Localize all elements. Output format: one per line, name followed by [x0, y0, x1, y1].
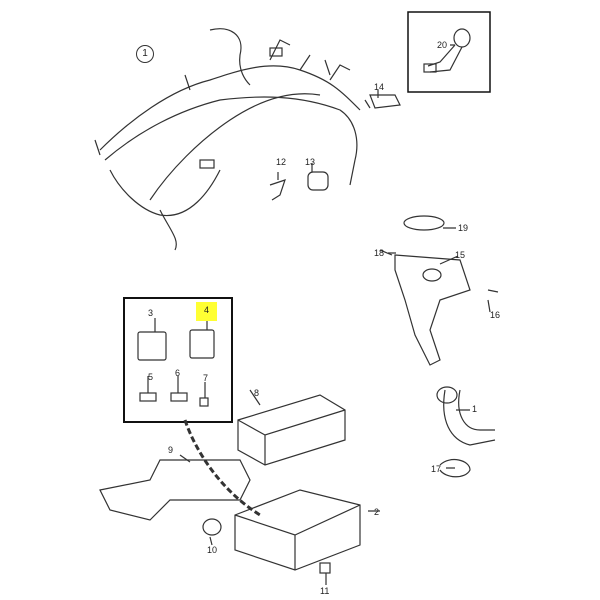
part-14-drawing [364, 94, 401, 109]
part-label-12[interactable]: 12 [276, 157, 287, 167]
part-5-drawing [139, 392, 157, 402]
wiring-harness [94, 28, 361, 251]
part-label-13[interactable]: 13 [305, 157, 316, 167]
part-label-9[interactable]: 9 [168, 445, 174, 455]
diagram-marker: 1 [136, 45, 154, 63]
part-label-11[interactable]: 11 [320, 586, 330, 596]
part-label-20[interactable]: 20 [437, 40, 448, 50]
part-13-drawing [307, 171, 329, 191]
part-label-1[interactable]: 1 [472, 404, 478, 414]
part-6-drawing [170, 392, 188, 402]
part-20-inset-frame [407, 11, 491, 93]
part-label-4-highlighted[interactable]: 4 [196, 302, 218, 321]
part-label-14[interactable]: 14 [374, 82, 385, 92]
relay-inset-frame [123, 297, 233, 423]
part-label-6[interactable]: 6 [175, 368, 181, 378]
part-7-drawing [199, 397, 209, 407]
part-label-18[interactable]: 18 [374, 248, 385, 258]
part-label-19[interactable]: 19 [458, 223, 469, 233]
part-label-17[interactable]: 17 [431, 464, 442, 474]
part-label-2[interactable]: 2 [374, 507, 380, 517]
part-label-3[interactable]: 3 [148, 308, 154, 318]
part-11-drawing [319, 562, 331, 574]
part-8-drawing [237, 394, 346, 466]
part-label-16[interactable]: 16 [490, 310, 501, 320]
part-label-10[interactable]: 10 [207, 545, 218, 555]
part-4-drawing [189, 329, 215, 359]
part-2-drawing [234, 489, 361, 571]
part-label-15[interactable]: 15 [455, 250, 466, 260]
part-label-8[interactable]: 8 [254, 388, 260, 398]
part-label-7[interactable]: 7 [203, 373, 209, 383]
part-9-drawing [99, 459, 251, 521]
part-label-5[interactable]: 5 [148, 372, 154, 382]
part-3-drawing [137, 331, 167, 361]
part-12-drawing [269, 179, 286, 201]
bracket-assembly [379, 215, 499, 478]
part-20-drawing [423, 28, 471, 73]
part-10-drawing [202, 518, 222, 536]
